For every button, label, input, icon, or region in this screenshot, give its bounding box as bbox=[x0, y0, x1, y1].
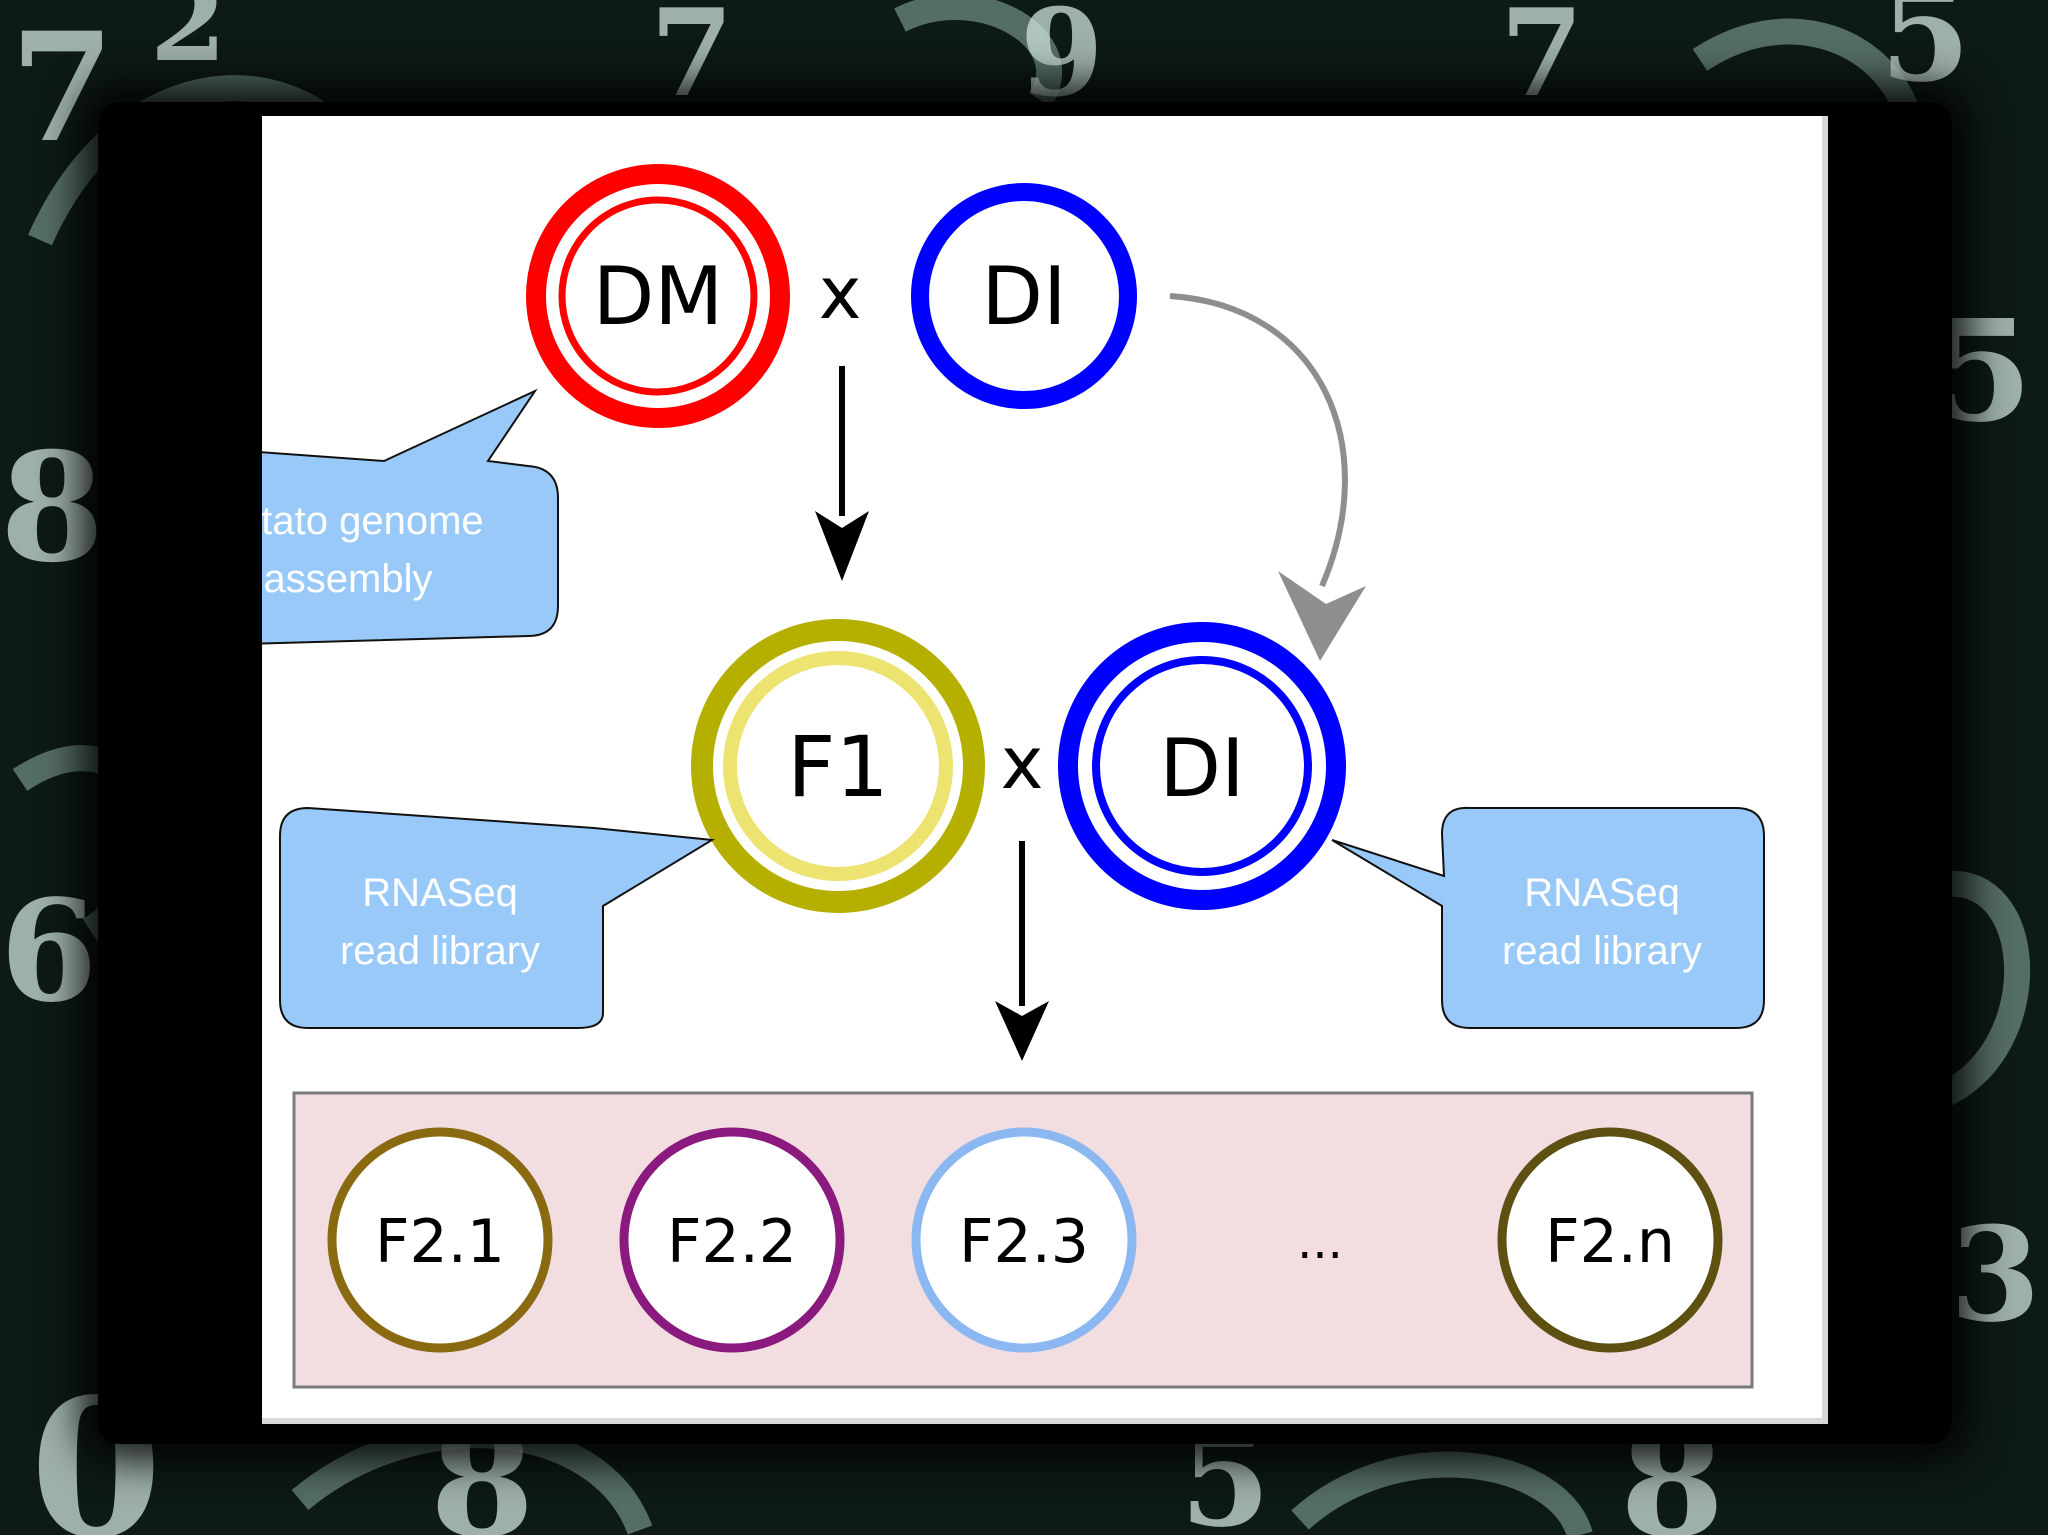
f2-individual-ring bbox=[327, 1127, 553, 1353]
di-parent: DI bbox=[911, 183, 1137, 409]
f1-individual: F1 bbox=[691, 619, 985, 913]
genome-callout-line2: assembly bbox=[264, 557, 433, 601]
f1-inner-ring bbox=[723, 651, 953, 881]
di-backcross-label: DI bbox=[1159, 722, 1244, 815]
svg-text:2: 2 bbox=[150, 0, 227, 86]
f1-label: F1 bbox=[787, 718, 889, 816]
genome-callout-line1: Potato genome bbox=[262, 499, 484, 543]
di-parent-ring bbox=[911, 183, 1137, 409]
di-recurrent-arrow bbox=[1169, 293, 1366, 661]
f2-individual-ring bbox=[1497, 1127, 1723, 1353]
rnaseq-left-line1: RNASeq bbox=[362, 871, 518, 915]
f2-individual-label: F2.1 bbox=[375, 1207, 505, 1277]
genome-assembly-callout: Potato genome assembly bbox=[262, 388, 559, 645]
svg-text:3: 3 bbox=[1950, 1198, 2040, 1351]
f2-individual-2: F2.2 bbox=[619, 1127, 845, 1353]
f1-to-f2-arrow bbox=[995, 841, 1049, 1061]
rnaseq-right-line2: read library bbox=[1502, 929, 1702, 973]
f2-individual-ring bbox=[911, 1127, 1137, 1353]
f2-individual-label: F2.2 bbox=[667, 1207, 797, 1277]
f2-individual-4: F2.n bbox=[1497, 1127, 1723, 1353]
svg-text:6: 6 bbox=[0, 870, 97, 1034]
parent-cross-symbol: x bbox=[819, 251, 862, 335]
di-backcross-inner-ring bbox=[1092, 656, 1312, 876]
crossing-diagram: DM x DI F1 x DI Potato genome assembly R… bbox=[262, 164, 1765, 1389]
rnaseq-left-line2: read library bbox=[340, 929, 540, 973]
rnaseq-right-callout: RNASeq read library bbox=[1331, 806, 1765, 1029]
f2-individual-label: F2.3 bbox=[959, 1207, 1089, 1277]
di-parent-label: DI bbox=[981, 250, 1066, 343]
svg-text:8: 8 bbox=[0, 420, 104, 596]
f2-population-individuals: F2.1 F2.2 F2.3 F2.n bbox=[327, 1127, 1723, 1353]
svg-text:7: 7 bbox=[10, 0, 114, 176]
f2-individual-3: F2.3 bbox=[911, 1127, 1137, 1353]
dm-label: DM bbox=[593, 250, 724, 343]
rnaseq-left-callout: RNASeq read library bbox=[279, 806, 716, 1029]
f2-individual-label: F2.n bbox=[1545, 1207, 1675, 1277]
parents-to-f1-arrow bbox=[815, 366, 869, 581]
f1-cross-symbol: x bbox=[1001, 721, 1044, 805]
dm-inner-ring bbox=[558, 196, 758, 396]
di-backcross-parent: DI bbox=[1058, 622, 1346, 910]
f2-individual-ring bbox=[619, 1127, 845, 1353]
f2-ellipsis: ... bbox=[1297, 1214, 1343, 1270]
f2-individual-1: F2.1 bbox=[327, 1127, 553, 1353]
dm-parent: DM bbox=[526, 164, 790, 428]
rnaseq-right-line1: RNASeq bbox=[1524, 871, 1680, 915]
svg-text:5: 5 bbox=[1880, 0, 1970, 111]
